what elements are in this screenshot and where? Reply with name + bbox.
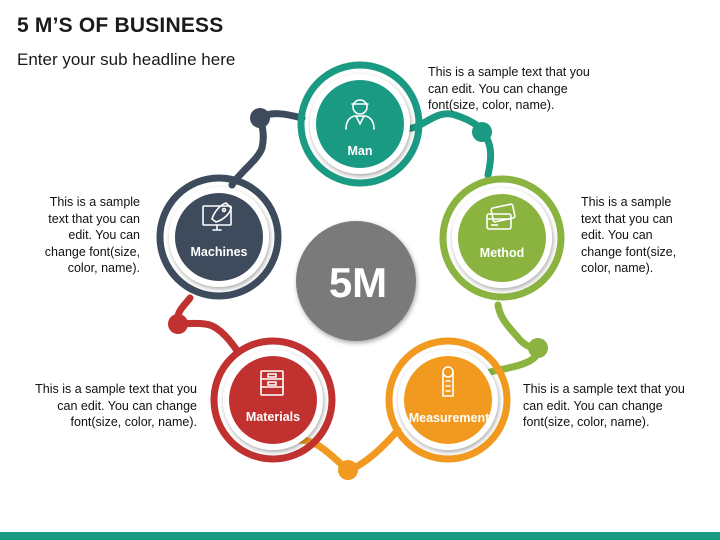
connector-dot-machines <box>250 108 270 128</box>
node-label-method: Method <box>480 246 524 260</box>
center-label: 5M <box>329 259 387 306</box>
node-machines: Machines <box>156 174 282 300</box>
connector-dot-method <box>528 338 548 358</box>
connector-dot-materials <box>168 314 188 334</box>
node-man: Man <box>297 61 423 187</box>
node-measurement: Measurement <box>385 337 511 463</box>
page-title: 5 M’S OF BUSINESS <box>17 14 224 37</box>
node-label-measurement: Measurement <box>409 411 490 425</box>
connector-machines-man <box>228 110 306 189</box>
center-circle <box>296 221 416 341</box>
rocket-monitor-icon <box>202 202 232 231</box>
person-icon <box>345 99 375 130</box>
description-method: This is a sample text that you can edit.… <box>581 195 677 275</box>
bottom-accent-bar <box>0 532 720 540</box>
cards-icon <box>486 203 516 230</box>
description-machines: This is a sample text that you can edit.… <box>44 195 140 275</box>
node-method: Method <box>439 175 565 301</box>
connector-dot-measurement <box>338 460 358 480</box>
description-measurement: This is a sample text that you can edit.… <box>523 382 685 429</box>
node-materials: Materials <box>210 337 336 463</box>
toolbox-icon <box>260 370 284 396</box>
node-label-man: Man <box>348 144 373 158</box>
node-label-materials: Materials <box>246 410 300 424</box>
description-man: This is a sample text that you can edit.… <box>428 65 590 112</box>
description-materials: This is a sample text that you can edit.… <box>35 382 197 429</box>
tape-measure-icon <box>442 366 454 397</box>
node-label-machines: Machines <box>191 245 248 259</box>
page-subtitle: Enter your sub headline here <box>17 50 236 69</box>
connector-dot-man <box>472 122 492 142</box>
